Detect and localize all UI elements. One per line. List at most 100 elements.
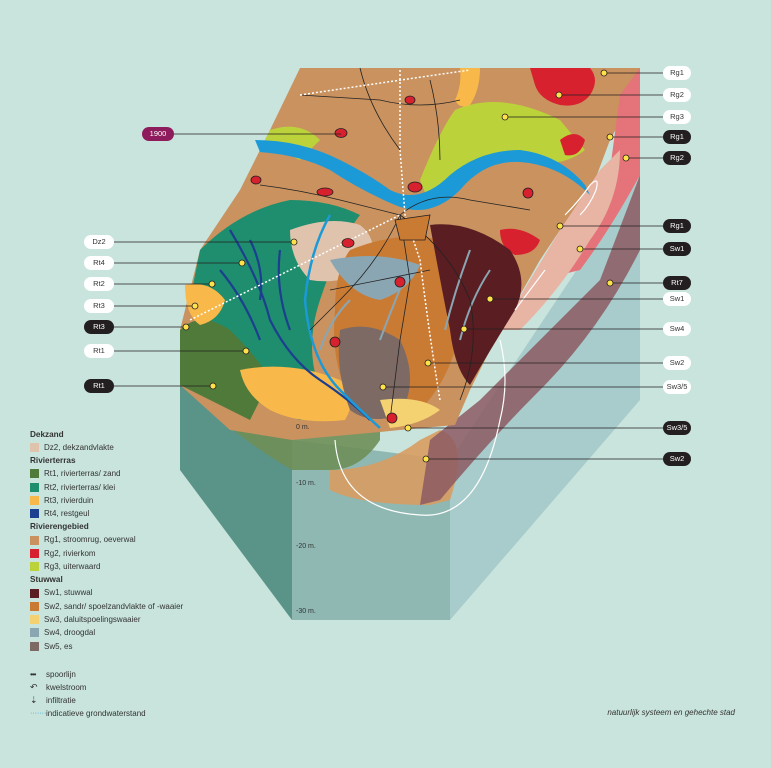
legend-item-label: Rt2, rivierterras/ klei [44, 482, 116, 492]
callout-rg1-top: Rg1 [663, 66, 691, 80]
callout-rt4: Rt4 [84, 256, 114, 270]
river [255, 140, 590, 210]
callout-sw35-a: Sw3/5 [663, 380, 691, 394]
hatched-settlements [250, 95, 534, 424]
symbol-legend: ••• spoorlijn ↶ kwelstroom ⇣ infiltratie ··… [30, 668, 146, 720]
rg2-patch-right [560, 134, 585, 156]
sw4-area [330, 256, 420, 300]
legend-railway: ••• spoorlijn [30, 668, 146, 681]
legend-item: Rt3, rivierduin [30, 494, 250, 507]
callout-rg2-b: Rg2 [663, 151, 691, 165]
legend-item: Dz2, dekzandvlakte [30, 441, 250, 454]
depth-label-30: -30 m. [296, 608, 316, 615]
legend-swatch [30, 628, 39, 638]
legend-item: Rt1, rivierterras/ zand [30, 467, 250, 480]
callout-sw35-b: Sw3/5 [663, 421, 691, 435]
legend-swatch [30, 562, 39, 572]
legend-swatch [30, 509, 39, 519]
legend-swatch [30, 482, 39, 492]
rg2-patch-top [530, 68, 595, 106]
callout-dz2: Dz2 [84, 235, 114, 249]
railway-icon: ••• [30, 670, 36, 679]
legend-heading: Dekzand [30, 430, 64, 439]
callout-rt1-a: Rt1 [84, 344, 114, 358]
legend-railway-label: spoorlijn [46, 670, 76, 679]
rt1-area [180, 320, 270, 420]
legend-item: Rt2, rivierterras/ klei [30, 481, 250, 494]
subsurface-sw2-deep [420, 175, 640, 505]
depth-label-20: -20 m. [296, 543, 316, 550]
callout-rg1-b: Rg1 [663, 130, 691, 144]
rg2-patch-mid [500, 228, 540, 255]
droogdal-channels [319, 249, 491, 351]
legend-infiltratie: ⇣ infiltratie [30, 694, 146, 707]
legend-swatch [30, 496, 39, 506]
callout-sw4: Sw4 [663, 322, 691, 336]
callout-rt2: Rt2 [84, 277, 114, 291]
legend-item-label: Sw2, sandr/ spoelzandvlakte of -waaier [44, 601, 184, 611]
legend-item: Sw5, es [30, 640, 250, 653]
legend-item: Rg1, stroomrug, oeverwal [30, 533, 250, 546]
legend-kwel: ↶ kwelstroom [30, 681, 146, 694]
callout-rg2-top: Rg2 [663, 88, 691, 102]
roads [259, 67, 531, 421]
legend-item-label: Rg1, stroomrug, oeverwal [44, 535, 136, 545]
legend-kwel-label: kwelstroom [46, 683, 87, 692]
railway [189, 69, 471, 401]
rt3-area-b [185, 284, 225, 325]
legend-item-label: Sw4, droogdal [44, 628, 96, 638]
legend-item-label: Rt3, rivierduin [44, 495, 94, 505]
infiltration-arrow-icon: ⇣ [30, 695, 38, 705]
legend-heading: Rivierengebied [30, 522, 89, 532]
legend-swatch [30, 535, 39, 545]
callout-leaders [110, 72, 663, 460]
legend-item-label: Rg3, uiterwaard [44, 562, 101, 572]
kwel-arrow-icon: ↶ [30, 682, 38, 692]
callout-rt3-b: Rt3 [84, 320, 114, 334]
block-right-face [450, 175, 640, 620]
legend-item-label: Rt4, restgeul [44, 509, 90, 519]
legend-item: Sw3, daluitspoelingswaaier [30, 613, 250, 626]
callout-rg1-c: Rg1 [663, 219, 691, 233]
legend-item-label: Sw1, stuwwal [44, 588, 93, 598]
rg2-edge [560, 68, 640, 275]
legend-item-label: Rg2, rivierkom [44, 548, 96, 558]
callout-dots [182, 69, 630, 463]
legend-item: Sw1, stuwwal [30, 586, 250, 599]
blue-stream [303, 214, 381, 429]
legend-heading: Rivierterras [30, 456, 76, 466]
legend-item: Rg2, rivierkom [30, 547, 250, 560]
callout-sw1-a: Sw1 [663, 242, 691, 256]
legend-swatch [30, 469, 39, 479]
depth-label-0: 0 m. [296, 424, 310, 431]
legend-swatch [30, 641, 39, 651]
legend-swatch [30, 548, 39, 558]
legend-grondwater: ·······indicatieve grondwaterstand [30, 707, 146, 720]
restgeul-channels [219, 229, 371, 421]
legend-heading: Stuwwal [30, 575, 63, 585]
callout-sw2-a: Sw2 [663, 356, 691, 370]
legend-item-label: Sw5, es [44, 641, 73, 651]
groundwater-line-icon: ······· [30, 710, 47, 717]
callout-sw2-b: Sw2 [663, 452, 691, 466]
callout-1900: 1900 [142, 127, 174, 141]
legend-item-label: Rt1, rivierterras/ zand [44, 469, 121, 479]
legend-infiltratie-label: infiltratie [46, 696, 76, 705]
callout-rg3-top: Rg3 [663, 110, 691, 124]
legend-item-label: Dz2, dekzandvlakte [44, 443, 114, 452]
caption: natuurlijk systeem en gehechte stad [607, 708, 735, 717]
sw5-area [338, 326, 410, 419]
legend-swatch [30, 615, 39, 625]
legend-grondwater-label: indicatieve grondwaterstand [46, 709, 146, 718]
callout-rt7: Rt7 [663, 276, 691, 290]
rt3-patch-top [455, 68, 480, 107]
legend-swatch [30, 588, 39, 598]
depth-label-10: -10 m. [296, 480, 316, 487]
legend-swatch [30, 443, 39, 453]
legend-item: Sw2, sandr/ spoelzandvlakte of -waaier [30, 600, 250, 613]
legend-item: Rt4, restgeul [30, 507, 250, 520]
callout-rt3-a: Rt3 [84, 299, 114, 313]
rt3-area-a [240, 366, 352, 422]
legend-item-label: Sw3, daluitspoelingswaaier [44, 614, 141, 624]
